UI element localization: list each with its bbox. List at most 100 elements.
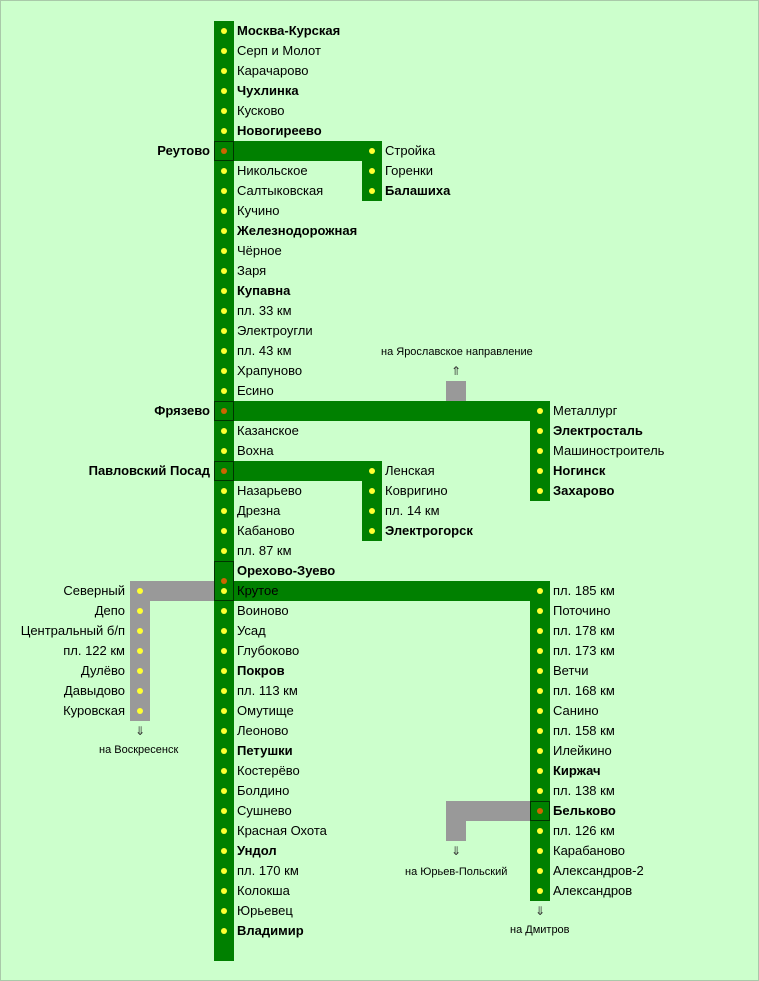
station-stop-marker [221,828,227,834]
station-stop-marker [221,608,227,614]
yuryev-polsky-stub-link [446,801,530,821]
station-stop-marker [221,788,227,794]
station-stop-marker [137,588,143,594]
station-stop-marker [221,808,227,814]
station-label-main: Кусково [237,103,285,118]
station-label-main: Костерёво [237,763,300,778]
station-label-main: Новогиреево [237,123,322,138]
station-stop-marker [221,308,227,314]
station-stop-marker [221,108,227,114]
station-stop-marker [221,128,227,134]
station-stop-marker [137,708,143,714]
elektrogorsk-branch-link [234,461,382,481]
yaroslavl-direction-note: на Ярославское направление [381,346,533,358]
station-label-kurovskaya: Северный [63,583,125,598]
station-stop-marker [537,708,543,714]
station-stop-marker [537,408,543,414]
station-stop-marker [537,488,543,494]
station-stop-marker [221,288,227,294]
fryazevo-branch-link [234,401,550,421]
station-label-main: Петушки [237,743,293,758]
station-stop-marker [221,428,227,434]
station-stop-marker [537,828,543,834]
station-label-main: Дрезна [237,503,281,518]
station-stop-marker [221,748,227,754]
station-label-main: пл. 43 км [237,343,292,358]
station-stop-marker [537,628,543,634]
station-label-fryazevo: Электросталь [553,423,643,438]
station-label-main: Назарьево [237,483,302,498]
station-label-main: Кабаново [237,523,295,538]
station-label-elektrogorsk: Ленская [385,463,435,478]
station-label-main: Чёрное [237,243,282,258]
station-stop-marker [221,508,227,514]
station-label-main: Чухлинка [237,83,299,98]
station-label-alexandrov: Александров [553,883,633,898]
station-label-fryazevo: Захарово [553,483,615,498]
station-stop-marker [369,488,375,494]
dmitrov-arrow-icon: ⇓ [534,904,546,918]
station-label-main: Есино [237,383,274,398]
station-label-alexandrov: Поточино [553,603,611,618]
voskresensk-direction-note: на Воскресенск [99,744,179,756]
station-label-alexandrov: Александров-2 [553,863,644,878]
station-label-main: Карачарово [237,63,309,78]
station-label-main: Омутище [237,703,294,718]
yaroslavl-stub-track [446,381,466,401]
station-stop-marker [221,728,227,734]
yuryev-polsky-direction-note: на Юрьев-Польский [405,866,508,878]
station-stop-marker [537,668,543,674]
station-stop-marker [221,48,227,54]
station-stop-marker [221,688,227,694]
station-label-balashikha: Балашиха [385,183,451,198]
station-label-main: Юрьевец [237,903,293,918]
station-label-alexandrov: Бельково [553,803,616,818]
station-stop-marker [537,448,543,454]
station-label-kurovskaya: Центральный б/п [20,623,125,638]
station-label-alexandrov: пл. 126 км [553,823,615,838]
station-stop-marker [369,188,375,194]
station-stop-marker [221,28,227,34]
station-label-elektrogorsk: пл. 14 км [385,503,440,518]
station-stop-marker [221,348,227,354]
station-stop-marker [221,908,227,914]
station-label-main: Глубоково [237,643,300,658]
station-label-main: Вохна [237,443,274,458]
station-label-main: Москва-Курская [237,23,341,38]
station-label-main: Леоново [237,723,289,738]
station-label-main: Заря [237,263,267,278]
station-label-main: Болдино [237,783,290,798]
station-label-main: пл. 33 км [237,303,292,318]
station-stop-marker [221,708,227,714]
station-stop-marker [221,208,227,214]
station-stop-marker [221,868,227,874]
station-label-fryazevo: Машиностроитель [553,443,665,458]
station-label-kurovskaya: Депо [94,603,125,618]
station-label-main: Казанское [237,423,299,438]
dmitrov-direction-note: на Дмитров [510,924,570,936]
station-label-main: пл. 170 км [237,863,299,878]
station-label-alexandrov: Карабаново [553,843,626,858]
station-stop-marker [221,168,227,174]
station-stop-marker [537,428,543,434]
station-stop-marker [221,248,227,254]
station-label-main: пл. 87 км [237,543,292,558]
station-stop-marker [137,688,143,694]
station-label-main: Крутое [237,583,279,598]
station-label-main: Электроугли [237,323,313,338]
station-label-main: Купавна [237,283,291,298]
station-stop-marker [369,148,375,154]
station-stop-marker [537,888,543,894]
station-stop-marker [221,228,227,234]
station-label-alexandrov: пл. 173 км [553,643,615,658]
station-stop-marker [137,648,143,654]
station-label-main: Покров [237,663,285,678]
elektrogorsk-branch-track [362,461,382,541]
station-stop-marker [537,588,543,594]
station-stop-marker [137,668,143,674]
station-label-alexandrov: пл. 138 км [553,783,615,798]
station-label-main: Орехово-Зуево [237,563,336,578]
station-label-main: Ундол [237,843,277,858]
station-stop-marker [221,388,227,394]
